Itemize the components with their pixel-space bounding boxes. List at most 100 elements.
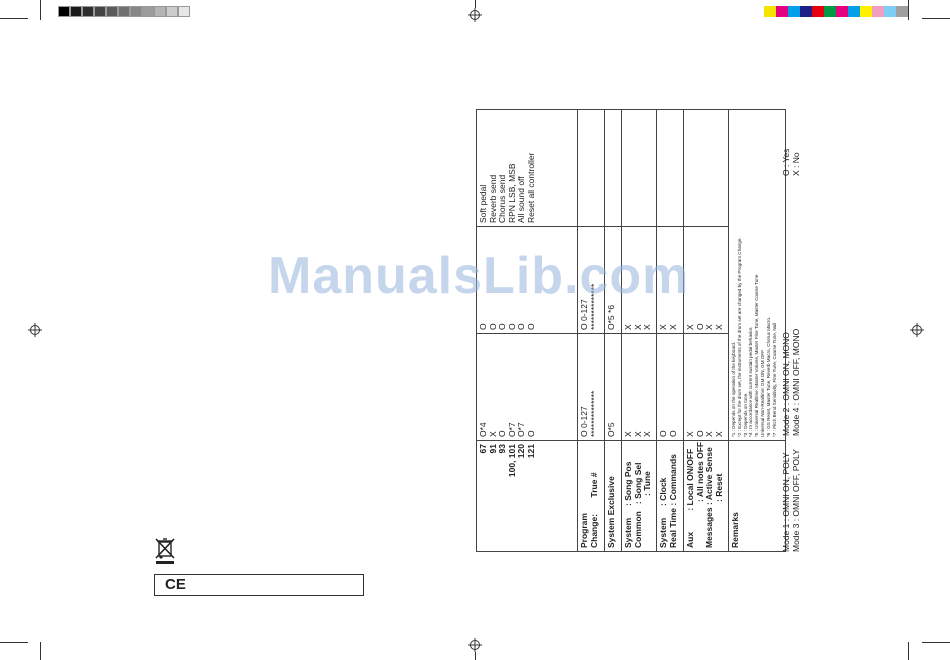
legend-no: X : No: [790, 152, 801, 176]
row-label: System: [623, 517, 633, 548]
crop-mark: [908, 642, 909, 660]
crop-mark: [475, 0, 476, 8]
system-common-row: System : Song Pos Common : Song Sel : Tu…: [621, 109, 657, 552]
remarks-cell: Soft pedal Reverb send Chorus send RPN L…: [476, 109, 578, 227]
remark-note: *7 : Pitch Bend Sensitivity, Fine Tune, …: [771, 322, 777, 437]
transmitted-cell: O 0-127 **************: [577, 333, 605, 441]
grayscale-swatch: [70, 6, 82, 17]
grayscale-swatch: [82, 6, 94, 17]
crop-mark: [922, 18, 950, 19]
tx-value: O: [667, 430, 678, 437]
tx-value: O*5: [604, 333, 622, 441]
remarks-cell: [577, 109, 605, 227]
registration-mark-icon: [468, 638, 482, 652]
midi-implementation-chart: 67 91 93 100, 101 120 121 O*4 X O O*7 O*…: [476, 109, 938, 552]
color-swatch: [800, 6, 812, 17]
remarks-cell: [656, 109, 684, 227]
crop-mark: [0, 642, 28, 643]
grayscale-swatch: [154, 6, 166, 17]
color-swatch: [860, 6, 872, 17]
tx-value: X: [704, 431, 714, 437]
row-label: System Exclusive: [604, 440, 622, 552]
row-label: Real Time: [667, 507, 678, 548]
registration-mark-icon: [910, 323, 924, 337]
grayscale-swatch: [106, 6, 118, 17]
control-numbers-cell: 67 91 93 100, 101 120 121: [476, 440, 578, 552]
tx-value: X: [632, 431, 643, 437]
row-label: Common: [632, 511, 643, 548]
remarks-cell: [604, 109, 622, 227]
crossed-out-wheelie-bin-icon: [155, 538, 175, 564]
recognized-cell: X O X X: [683, 226, 729, 334]
remarks-cell: [621, 109, 657, 227]
crop-mark: [922, 642, 950, 643]
grayscale-swatch: [178, 6, 190, 17]
color-swatch: [776, 6, 788, 17]
row-label: Change:: [588, 514, 599, 548]
aux-messages-label-cell: Aux : Local ON/OFF : All notes OFF Messa…: [683, 440, 729, 552]
tx-value: X: [685, 431, 695, 437]
crop-mark: [40, 642, 41, 660]
color-swatch: [788, 6, 800, 17]
rx-value: O: [694, 323, 705, 330]
system-common-label-cell: System : Song Pos Common : Song Sel : Tu…: [621, 440, 657, 552]
midi-table: 67 91 93 100, 101 120 121 O*4 X O O*7 O*…: [476, 109, 786, 552]
tx-value: O: [658, 430, 668, 437]
remarks-row: Remarks *1 : Depends on the operation of…: [728, 109, 786, 552]
grayscale-swatch: [166, 6, 178, 17]
tx-value: O: [525, 430, 536, 437]
color-swatch: [896, 6, 908, 17]
registration-mark-icon: [28, 323, 42, 337]
registration-mark-icon: [468, 8, 482, 22]
color-swatch: [884, 6, 896, 17]
row-label: Program: [579, 513, 589, 548]
row-sub-label: : Local ON/OFF: [685, 448, 695, 511]
control-number-row: 67 91 93 100, 101 120 121 O*4 X O O*7 O*…: [476, 109, 578, 552]
row-sub-label: : Commands: [667, 454, 678, 506]
ce-mark-icon: CE: [165, 576, 186, 593]
controller-remark: Reset all controller: [525, 152, 536, 223]
color-swatch: [764, 6, 776, 17]
aux-messages-row: Aux : Local ON/OFF : All notes OFF Messa…: [683, 109, 729, 552]
remarks-cell: [683, 109, 729, 227]
crop-mark: [40, 0, 41, 20]
control-number: 120: [516, 444, 526, 459]
row-label: Messages: [704, 507, 714, 548]
row-sub-label: : Active Sense: [704, 447, 714, 505]
tx-value: X: [642, 431, 652, 437]
color-swatch: [848, 6, 860, 17]
control-number: 67: [478, 444, 488, 454]
system-real-time-label-cell: System : Clock Real Time : Commands: [656, 440, 684, 552]
manualslib-watermark: ManualsLib.com: [268, 247, 690, 305]
color-swatch: [872, 6, 884, 17]
mode-legend: Mode 1 : OMNI ON, POLY Mode 2 : OMNI ON,…: [781, 112, 801, 552]
row-label: Remarks: [728, 440, 786, 552]
crop-mark: [0, 18, 28, 19]
row-sub-label: : Tune: [642, 471, 652, 496]
color-swatch: [812, 6, 824, 17]
transmitted-cell: O O: [656, 333, 684, 441]
row-sub-label: : Reset: [713, 473, 724, 502]
row-label: Aux: [685, 531, 695, 548]
rx-value: X: [704, 324, 714, 330]
tx-value: O: [694, 430, 705, 437]
tx-value: **************: [588, 390, 599, 437]
control-number: 100, 101: [506, 444, 517, 478]
control-number: 91: [487, 444, 498, 454]
remarks-notes-cell: *1 : Depends on the operation of the key…: [728, 109, 786, 441]
color-swatch: [836, 6, 848, 17]
mode-label: Mode 3 : OMNI OFF, POLY: [790, 449, 801, 552]
tx-value: O*4: [478, 422, 488, 437]
row-sub-label: : All notes OFF: [694, 441, 705, 502]
transmitted-cell: X O X X: [683, 333, 729, 441]
crop-mark: [908, 0, 909, 20]
mode-label: Mode 4 : OMNI OFF, MONO: [790, 328, 801, 436]
row-sub-label: : Song Sel: [632, 462, 643, 505]
crop-mark: [475, 652, 476, 660]
program-change-row: Program Change: True # O 0-127 *********…: [577, 109, 605, 552]
row-sub-label: : Song Pos: [623, 461, 633, 506]
control-number: 121: [525, 444, 536, 459]
row-label: System: [658, 517, 668, 548]
grayscale-swatch: [58, 6, 70, 17]
tx-value: X: [713, 431, 724, 437]
